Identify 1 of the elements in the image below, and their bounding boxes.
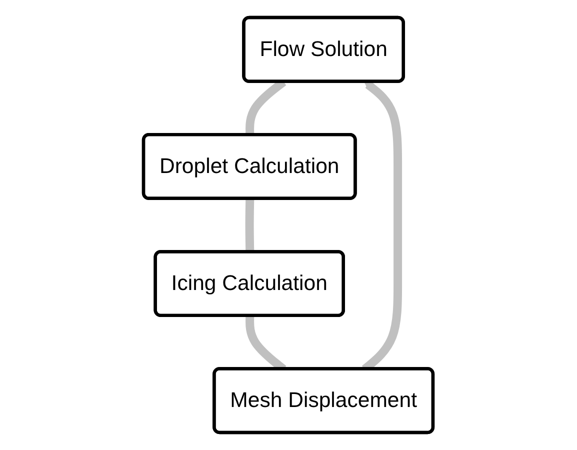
connector xyxy=(246,198,254,252)
